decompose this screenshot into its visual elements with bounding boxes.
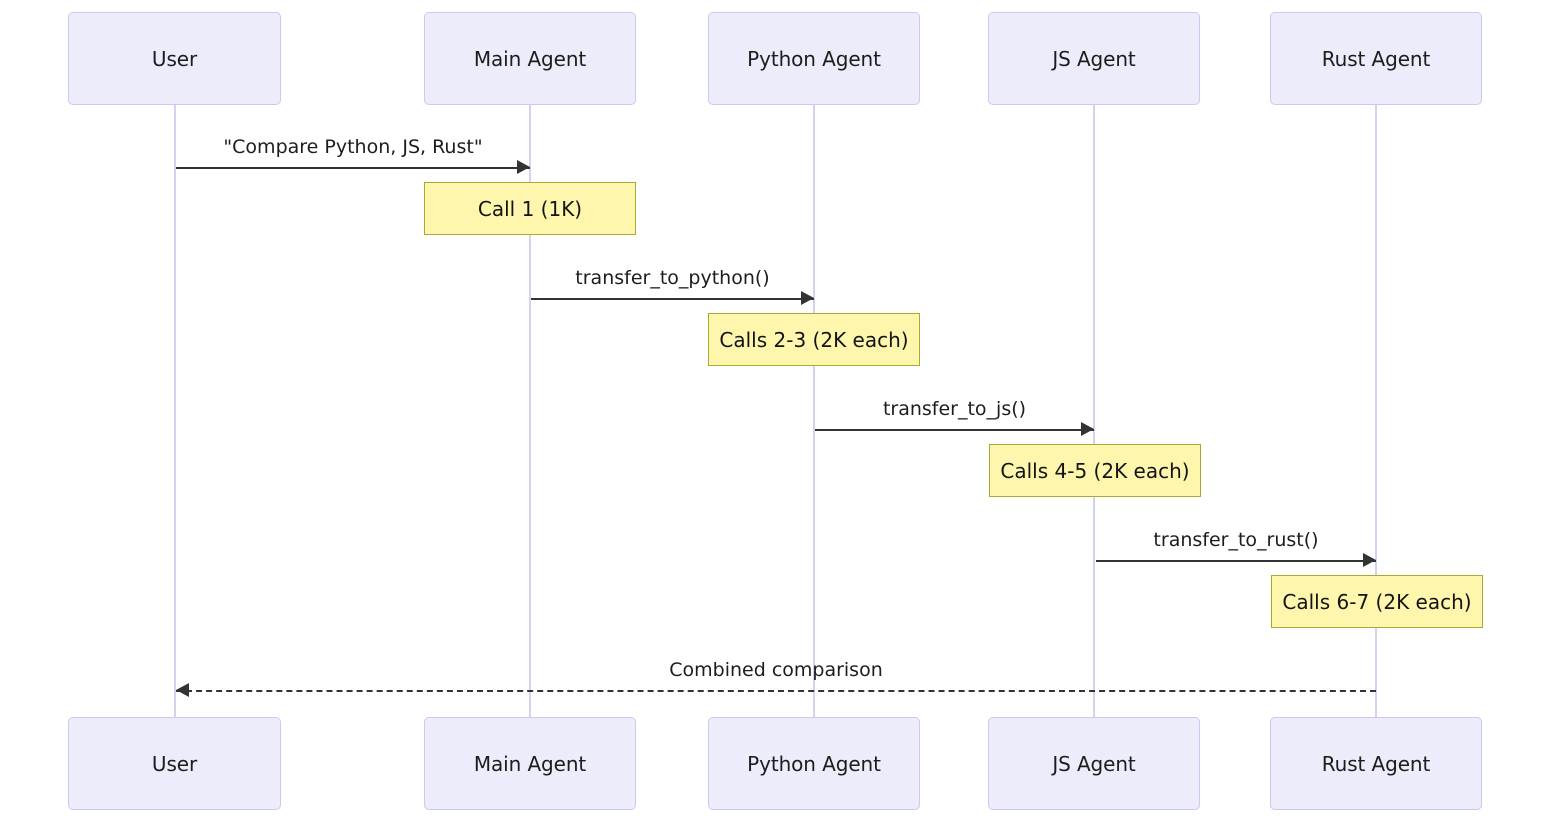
message-line <box>1096 560 1376 562</box>
participant-python-bottom[interactable]: Python Agent <box>708 717 920 810</box>
lifeline-user <box>174 105 176 717</box>
participant-label: JS Agent <box>1052 751 1136 776</box>
note-n4-over-rust[interactable]: Calls 6-7 (2K each) <box>1271 575 1483 628</box>
participant-main-bottom[interactable]: Main Agent <box>424 717 636 810</box>
participant-rust-top[interactable]: Rust Agent <box>1270 12 1482 105</box>
participant-label: User <box>151 46 198 71</box>
arrowhead-icon <box>517 160 530 174</box>
message-label-m5: Combined comparison <box>669 659 883 681</box>
participant-user-bottom[interactable]: User <box>68 717 281 810</box>
participant-label: User <box>151 751 198 776</box>
participant-label: Python Agent <box>747 46 881 71</box>
participant-label: JS Agent <box>1052 46 1136 71</box>
participant-label: Python Agent <box>747 751 881 776</box>
note-label: Call 1 (1K) <box>477 196 583 221</box>
lifeline-js <box>1093 105 1095 717</box>
message-label-m1: "Compare Python, JS, Rust" <box>223 136 483 158</box>
lifeline-rust <box>1375 105 1377 717</box>
lifeline-python <box>813 105 815 717</box>
arrowhead-icon <box>1363 553 1376 567</box>
participant-js-bottom[interactable]: JS Agent <box>988 717 1200 810</box>
message-label-m2: transfer_to_python() <box>575 267 770 289</box>
lifeline-main <box>529 105 531 717</box>
participant-user-top[interactable]: User <box>68 12 281 105</box>
participant-label: Main Agent <box>473 46 587 71</box>
note-label: Calls 6-7 (2K each) <box>1282 589 1472 614</box>
arrowhead-icon <box>801 291 814 305</box>
message-line <box>176 167 530 169</box>
participant-rust-bottom[interactable]: Rust Agent <box>1270 717 1482 810</box>
arrowhead-icon <box>176 683 189 697</box>
participant-label: Main Agent <box>473 751 587 776</box>
note-n2-over-python[interactable]: Calls 2-3 (2K each) <box>708 313 920 366</box>
note-n3-over-js[interactable]: Calls 4-5 (2K each) <box>989 444 1201 497</box>
message-line <box>531 298 814 300</box>
message-line <box>176 690 1376 692</box>
participant-python-top[interactable]: Python Agent <box>708 12 920 105</box>
arrowhead-icon <box>1081 422 1094 436</box>
participant-label: Rust Agent <box>1321 751 1431 776</box>
message-label-m4: transfer_to_rust() <box>1153 529 1319 551</box>
participant-js-top[interactable]: JS Agent <box>988 12 1200 105</box>
participant-label: Rust Agent <box>1321 46 1431 71</box>
message-line <box>815 429 1094 431</box>
participant-main-top[interactable]: Main Agent <box>424 12 636 105</box>
message-label-m3: transfer_to_js() <box>882 398 1027 420</box>
note-label: Calls 4-5 (2K each) <box>1000 458 1190 483</box>
note-label: Calls 2-3 (2K each) <box>719 327 909 352</box>
note-n1-over-main[interactable]: Call 1 (1K) <box>424 182 636 235</box>
